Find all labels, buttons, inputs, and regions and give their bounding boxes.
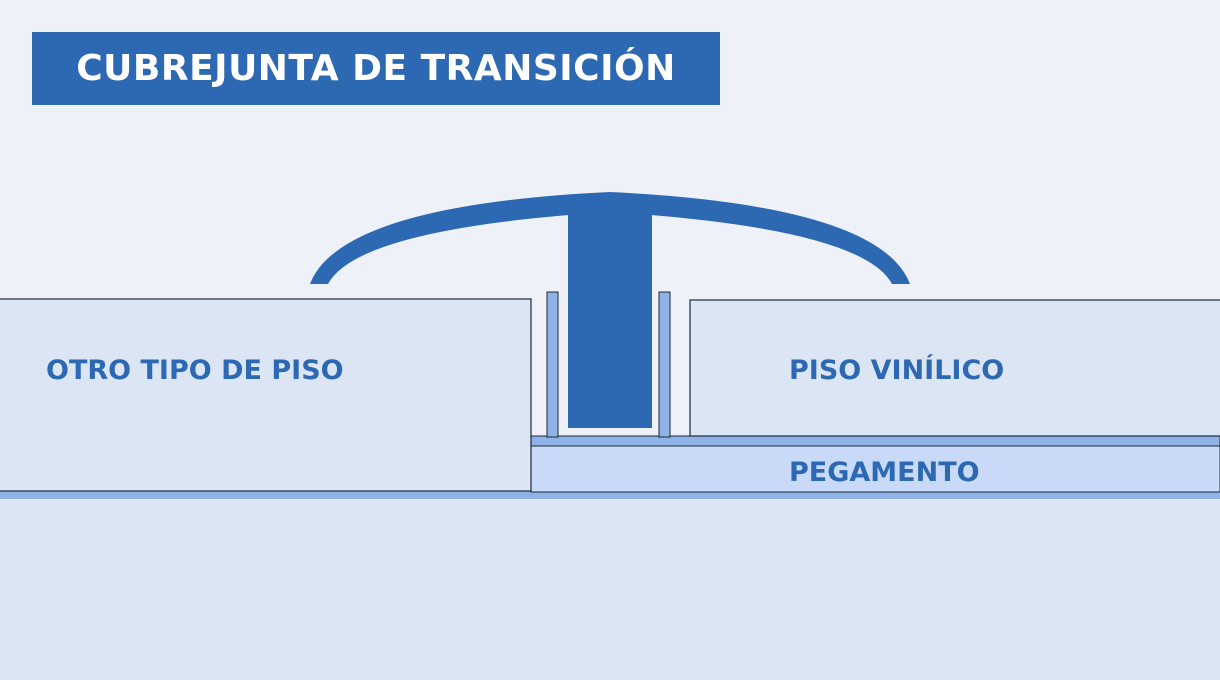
left-floor-block xyxy=(0,298,532,492)
adhesive-label: PEGAMENTO xyxy=(789,457,980,488)
right-floor-block xyxy=(689,299,1220,437)
adhesive-layer xyxy=(530,445,1220,493)
subfloor xyxy=(0,496,1220,680)
title-banner: CUBREJUNTA DE TRANSICIÓN xyxy=(32,32,720,105)
cover-strip-cap xyxy=(310,192,910,284)
subfloor-top-line xyxy=(0,491,1220,499)
right-floor-label: PISO VINÍLICO xyxy=(789,354,1004,386)
channel-base-strip xyxy=(530,435,1220,447)
u-channel xyxy=(546,291,671,438)
page-title: CUBREJUNTA DE TRANSICIÓN xyxy=(76,48,676,89)
left-floor-label: OTRO TIPO DE PISO xyxy=(46,355,344,386)
cover-strip-stem xyxy=(568,200,652,428)
